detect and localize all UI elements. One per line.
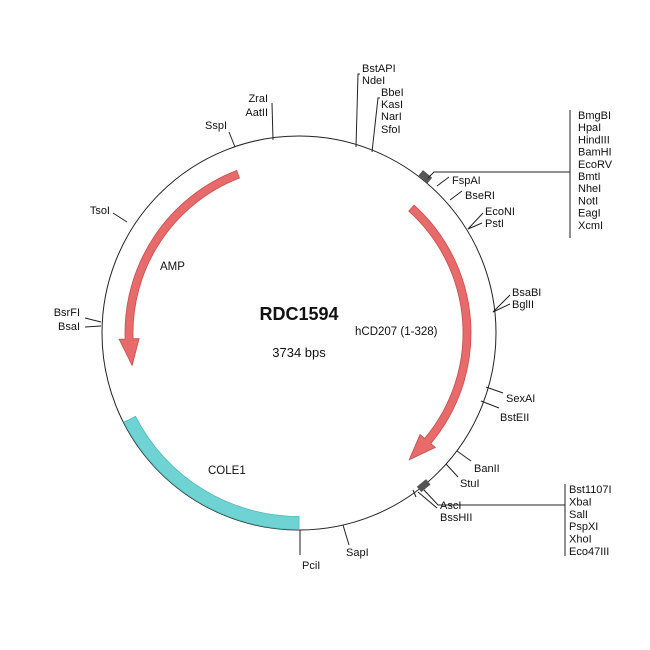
plasmid-size: 3734 bps xyxy=(272,345,326,360)
site-psti: PstI xyxy=(485,218,504,230)
site-ndei: NdeI xyxy=(362,75,385,87)
site-label: EcoRV xyxy=(578,159,613,171)
site-tsoi: TsoI xyxy=(90,205,110,217)
amp-label: AMP xyxy=(160,261,185,273)
site-label: XhoI xyxy=(569,534,592,546)
plasmid-name: RDC1594 xyxy=(259,304,338,324)
site-label: HpaI xyxy=(578,122,601,134)
site-pcii: PciI xyxy=(302,560,320,572)
cole1-label: COLE1 xyxy=(208,465,246,477)
site-bglii: BglII xyxy=(512,299,534,311)
site-kasi: KasI xyxy=(381,99,403,111)
site-stui: StuI xyxy=(460,478,480,490)
hcd207-label: hCD207 (1-328) xyxy=(355,326,438,338)
site-nari: NarI xyxy=(381,111,402,123)
site-label: BamHI xyxy=(578,147,612,159)
hcd207-arrow xyxy=(408,204,472,461)
site-sfoi: SfoI xyxy=(381,124,401,136)
site-label: PspXI xyxy=(569,521,598,533)
site-label: Eco47III xyxy=(569,546,609,558)
site-asci: AscI xyxy=(440,500,461,512)
site-zrai: ZraI xyxy=(248,93,268,105)
site-bsshii: BssHII xyxy=(440,512,472,524)
site-label: BmgBI xyxy=(578,110,611,122)
site-label: Bst1107I xyxy=(569,484,612,496)
backbone-circle xyxy=(101,135,497,531)
site-bsai: BsaI xyxy=(58,321,80,333)
site-bstapi: BstAPI xyxy=(362,63,396,75)
site-labels: BstAPI NdeI BbeI KasI NarI SfoI ZraI Aat… xyxy=(54,63,613,572)
amp-arrow xyxy=(118,170,241,367)
site-label: BmtI xyxy=(578,171,601,183)
site-ticks xyxy=(84,73,571,556)
site-label: EagI xyxy=(578,208,601,220)
site-fspai: FspAI xyxy=(452,175,481,187)
site-banii: BanII xyxy=(474,463,500,475)
site-econi: EcoNI xyxy=(485,206,515,218)
site-label: SalI xyxy=(569,509,588,521)
site-bsrfi: BsrFI xyxy=(54,307,80,319)
site-bsabi: BsaBI xyxy=(512,287,541,299)
site-bseri: BseRI xyxy=(465,190,495,202)
site-sapi: SapI xyxy=(346,547,369,559)
mcs1-list: BmgBIHpaIHindIIIBamHIEcoRVBmtINheINotIEa… xyxy=(578,110,613,232)
site-label: XbaI xyxy=(569,496,592,508)
site-sspi: SspI xyxy=(205,120,227,132)
site-bbei: BbeI xyxy=(381,87,404,99)
site-label: HindIII xyxy=(578,134,610,146)
site-label: NotI xyxy=(578,195,598,207)
site-bsteii: BstEII xyxy=(500,412,529,424)
site-aatii: AatII xyxy=(245,107,268,119)
cole1-feature xyxy=(123,415,300,530)
site-sexai: SexAI xyxy=(506,393,535,405)
site-label: NheI xyxy=(578,183,601,195)
site-label: XcmI xyxy=(578,220,603,232)
